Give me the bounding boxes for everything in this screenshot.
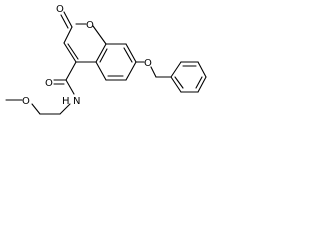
bond-ph-6-double (174, 76, 184, 89)
atom-o-amide: O (45, 78, 53, 89)
bond-c8-c7-double (123, 47, 133, 63)
bond-c2-c3 (63, 26, 73, 44)
bond-c2-o-carbonyl-double (60, 14, 69, 29)
atom-h-amide: H (62, 96, 70, 107)
atom-o-ring: O (86, 20, 94, 31)
bond-n-ch2-a (59, 103, 71, 115)
bond-layer (5, 11, 207, 115)
bond-ph-1 (170, 61, 182, 78)
bond-ph-6 (170, 76, 182, 93)
bond-c4-c-amide (65, 61, 77, 81)
bond-ph-4-double (195, 76, 203, 89)
bond-c8a-o1 (92, 25, 107, 45)
atom-o-carbonyl-lactone: O (56, 4, 64, 15)
bond-o-ch2 (150, 66, 157, 78)
bond-c3-c4 (63, 42, 77, 63)
bond-c-amide-n (65, 79, 75, 95)
atom-o-methoxy: O (22, 96, 30, 107)
atom-label-layer: O O O O N H O (22, 4, 152, 107)
bond-c7-c6 (125, 61, 137, 81)
chemical-structure-diagram: O O O O N H O (5, 4, 207, 115)
bond-ph-4 (197, 76, 207, 93)
bond-c2-o-carbonyl (63, 11, 73, 28)
bond-ch2-o-methoxy (31, 103, 41, 115)
bond-c8-c7 (125, 43, 137, 63)
bond-ph-3 (197, 61, 207, 78)
bond-c4a-c8a-double (99, 48, 108, 63)
bond-c4a-c8a (95, 43, 107, 63)
bond-c3-c4-double (67, 43, 79, 60)
atom-o-ether-benzyloxy: O (144, 58, 152, 69)
atom-n-amide: N (73, 96, 80, 107)
bond-c5-c4a (95, 61, 107, 81)
